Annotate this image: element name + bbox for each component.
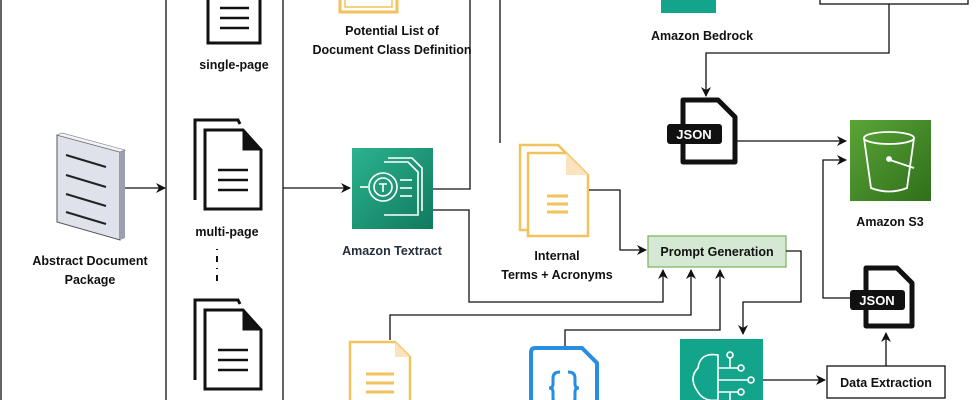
single-page-document-icon	[206, 0, 262, 45]
arrow-schema-to-prompt	[564, 269, 725, 348]
amazon-bedrock-label: Amazon Bedrock	[651, 29, 753, 43]
connector-textract-up	[433, 0, 471, 190]
data-extraction-box	[826, 365, 946, 399]
json-schema-braces-icon	[529, 346, 599, 400]
arrow-prompt-to-llm	[738, 250, 802, 335]
top-right-process-box	[819, 0, 969, 5]
abstract-document-icon	[56, 132, 126, 241]
multi-page-document-icon	[193, 118, 263, 211]
json-label: JSON	[676, 127, 711, 142]
class-definition-document-icon	[338, 0, 399, 14]
bottom-document-icon	[348, 340, 412, 400]
abstract-document-label: Abstract Document	[32, 254, 148, 268]
arrow-doc-to-prompt	[389, 269, 696, 340]
json-file-icon-2: JSON	[850, 265, 915, 329]
amazon-s3-label: Amazon S3	[856, 215, 923, 229]
amazon-textract-label: Amazon Textract	[342, 244, 443, 258]
llm-brain-icon	[680, 339, 763, 400]
internal-terms-label-2: Terms + Acronyms	[501, 268, 613, 282]
amazon-bedrock-icon	[661, 0, 716, 13]
prompt-generation-label: Prompt Generation	[660, 245, 773, 259]
amazon-s3-icon	[850, 120, 931, 201]
multi-page-document-icon-2	[193, 298, 263, 391]
multi-page-label: multi-page	[195, 225, 258, 239]
internal-terms-document-icon	[518, 143, 590, 238]
class-definition-label: Potential List of	[345, 24, 440, 38]
arrow-textract-to-prompt	[433, 209, 668, 303]
arrow-json2-to-s3	[822, 155, 850, 299]
json-label-2: JSON	[859, 293, 894, 308]
arrow-to-json-1	[701, 4, 890, 97]
amazon-textract-icon	[352, 148, 433, 229]
single-page-label: single-page	[199, 58, 269, 72]
data-extraction-label: Data Extraction	[840, 376, 932, 390]
abstract-document-label-2: Package	[65, 273, 116, 287]
arrow-terms-to-prompt	[589, 189, 647, 255]
json-file-icon: JSON	[667, 97, 738, 165]
internal-terms-label: Internal	[534, 249, 579, 263]
class-definition-label-2: Document Class Definition	[312, 43, 471, 57]
